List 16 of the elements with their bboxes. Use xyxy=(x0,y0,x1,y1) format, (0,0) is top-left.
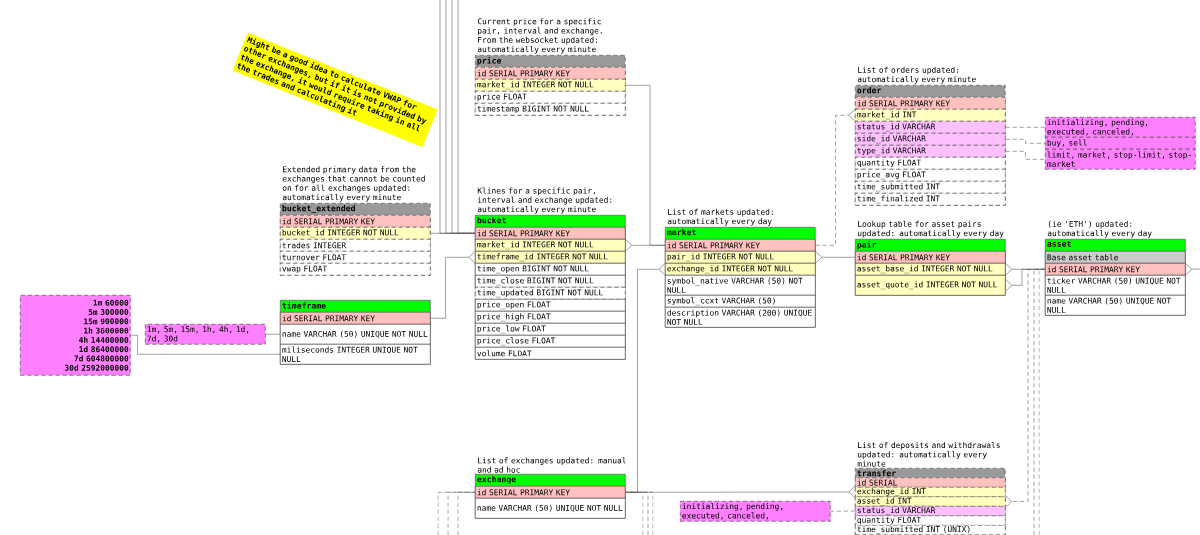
connector-line xyxy=(815,109,855,246)
connector-line xyxy=(1005,139,1046,144)
connector-line xyxy=(625,486,855,498)
connector-line xyxy=(1185,263,1200,276)
connector-line xyxy=(430,251,475,319)
connector-line xyxy=(457,492,476,535)
connector-line xyxy=(815,251,856,264)
connector-line xyxy=(1005,151,1046,160)
connector-line xyxy=(625,492,654,535)
connector-line xyxy=(130,335,281,355)
connector-line xyxy=(1038,269,1046,535)
connector-line xyxy=(265,334,281,335)
connector-line xyxy=(830,510,856,512)
connector-line xyxy=(1005,127,1046,128)
connector-line xyxy=(457,0,476,234)
connector-line xyxy=(625,85,666,246)
